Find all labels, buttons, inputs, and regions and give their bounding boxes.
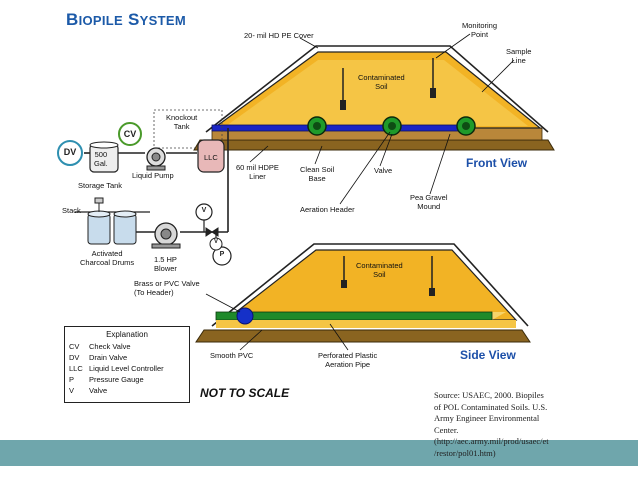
v-label-1: V: [201, 207, 207, 214]
dv-icon: [57, 140, 83, 166]
valve-icon: [195, 203, 213, 221]
cv-label: CV: [123, 129, 137, 139]
charcoal-drum-icon: [87, 213, 111, 245]
pressure-gauge-icon: [212, 246, 232, 266]
footer-band: [0, 440, 638, 466]
front-leaders: [249, 33, 515, 205]
dv-label: DV: [63, 147, 77, 157]
smooth-pvc-label: Smooth PVC: [210, 351, 254, 360]
not-to-scale-note: NOT TO SCALE: [200, 386, 290, 400]
side-cover: [211, 243, 529, 327]
cover-label: 20- mil HD PE Cover: [244, 31, 314, 40]
side-leaders: [205, 293, 349, 351]
llc-tank-icon: [197, 139, 225, 173]
front-cover: [205, 45, 549, 133]
brass-valve-label: Brass or PVC Valve(To Header): [134, 279, 200, 297]
v-label-2: V: [213, 239, 218, 245]
side-brass-valve: [236, 307, 254, 325]
source-citation: Source: USAEC, 2000. Biopiles of POL Con…: [434, 390, 549, 458]
valve-label: Valve: [374, 166, 393, 175]
aeration-header-label: Aeration Header: [300, 205, 355, 214]
side-liner: [195, 329, 531, 343]
diagram-title: BIOPILE SYSTEM: [66, 10, 186, 29]
front-view-pile: [193, 45, 555, 151]
front-aeration-header: [211, 124, 475, 132]
side-view-label: Side View: [460, 348, 516, 362]
front-liner: [193, 139, 555, 151]
front-view-label: Front View: [466, 156, 528, 170]
process-equipment: [75, 109, 229, 252]
instrument-bubbles: [57, 122, 232, 266]
valve-icon-2: [209, 237, 223, 251]
side-aeration-pipe: [215, 311, 493, 321]
p-label: P: [219, 251, 225, 258]
storage-tank-label: Storage Tank: [78, 181, 123, 190]
stack-label: Stack: [62, 206, 81, 215]
llc-label: LLC: [204, 153, 218, 162]
liquid-pump-label: Liquid Pump: [132, 171, 174, 180]
explanation-heading: Explanation: [106, 330, 148, 339]
cv-icon: [118, 122, 142, 146]
side-view-pile: [195, 243, 531, 343]
